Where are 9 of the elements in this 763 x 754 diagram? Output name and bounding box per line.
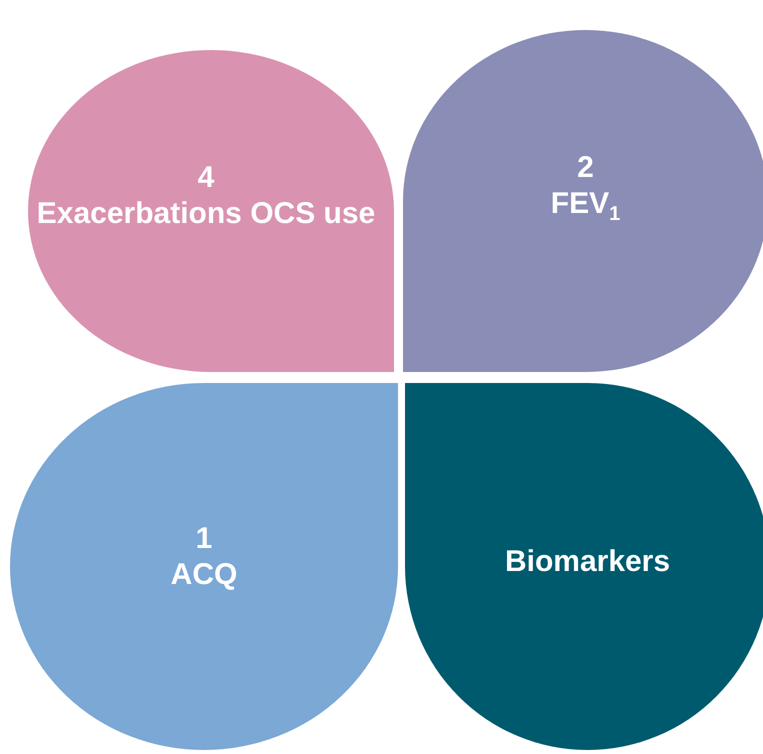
petal-label: 4 bbox=[198, 160, 214, 196]
petal-shape bbox=[405, 383, 763, 750]
petal-label: 1 bbox=[196, 520, 212, 556]
petal-label: Exacerbations OCS use bbox=[36, 196, 376, 232]
petal-label: FEV$_{1}$ bbox=[550, 186, 620, 227]
petal-label: ACQ bbox=[170, 556, 238, 592]
petal-label: 2 bbox=[577, 150, 594, 186]
petal-label: Biomarkers bbox=[504, 544, 670, 580]
petal-shape bbox=[403, 30, 763, 372]
